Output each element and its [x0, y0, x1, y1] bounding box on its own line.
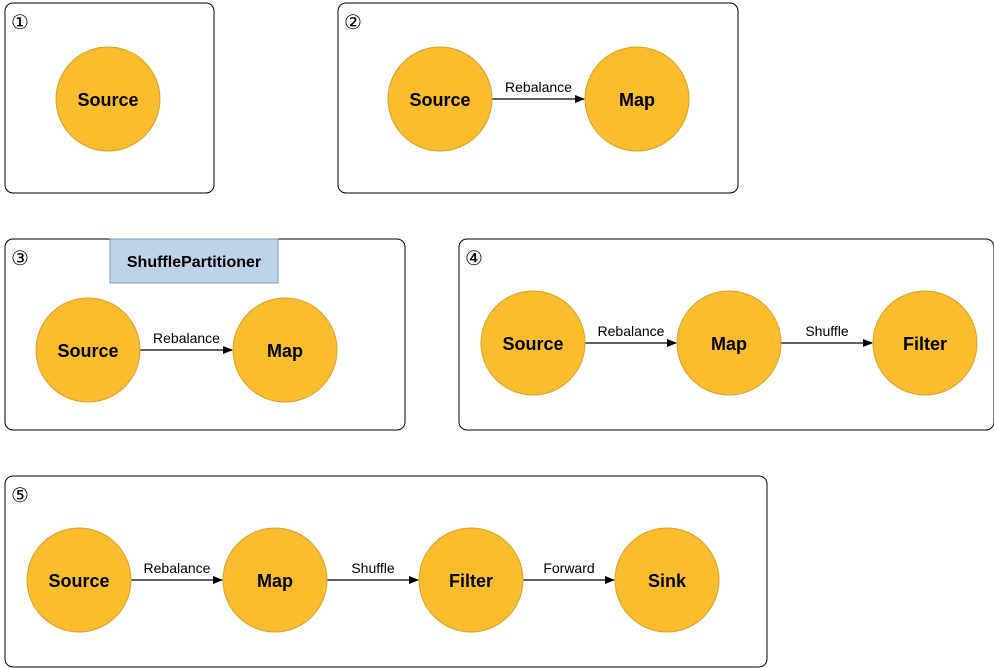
edge-label: Rebalance: [144, 560, 211, 576]
operator-node: [418, 527, 524, 633]
panel-1: ① Source: [4, 2, 215, 194]
edge-label: Shuffle: [805, 323, 849, 339]
panel-number: ⑤: [11, 483, 29, 507]
operator-label: Source: [48, 571, 109, 591]
edge-label: Shuffle: [351, 560, 395, 576]
partitioner-note-box: [109, 238, 279, 284]
operator-node: [222, 527, 328, 633]
edge-label: Rebalance: [153, 330, 220, 346]
operator-node: [872, 290, 978, 396]
panel-frame: [4, 475, 768, 668]
operator-node: [584, 46, 690, 152]
operator-node: [26, 527, 132, 633]
panel-number: ④: [465, 246, 483, 270]
operator-node: [614, 527, 720, 633]
operator-label: Filter: [449, 571, 493, 591]
operator-label: Source: [409, 90, 470, 110]
edge-label: Rebalance: [598, 323, 665, 339]
operator-label: Source: [57, 341, 118, 361]
operator-label: Source: [502, 334, 563, 354]
partitioner-note-label: ShufflePartitioner: [127, 254, 261, 271]
operator-label: Map: [711, 334, 747, 354]
panel-number: ②: [344, 10, 362, 34]
operator-label: Sink: [648, 571, 687, 591]
operator-node: [480, 290, 586, 396]
operator-node: [35, 297, 141, 403]
operator-node: [232, 297, 338, 403]
operator-node: [676, 290, 782, 396]
operator-label: Map: [257, 571, 293, 591]
operator-label: Filter: [903, 334, 947, 354]
operator-label: Map: [267, 341, 303, 361]
operator-node: [387, 46, 493, 152]
operator-label: Source: [77, 90, 138, 110]
panel-number: ③: [11, 246, 29, 270]
operator-label: Map: [619, 90, 655, 110]
edge-label: Rebalance: [505, 79, 572, 95]
operator-node: [55, 46, 161, 152]
edge-label: Forward: [543, 560, 594, 576]
panel-number: ①: [11, 10, 29, 34]
